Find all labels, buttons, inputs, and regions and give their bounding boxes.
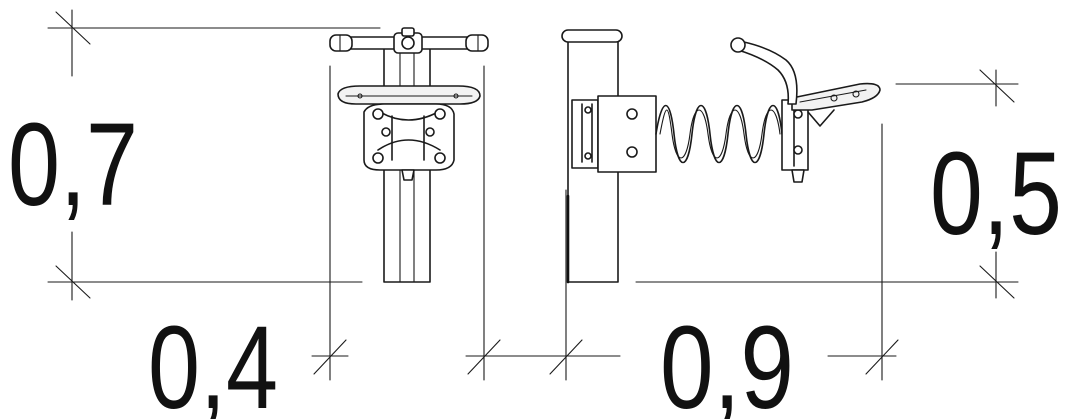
dimension-labels: 0,7 0,5 0,4 0,9: [8, 99, 1062, 419]
label-width-left: 0,4: [148, 302, 278, 419]
front-view-spring-rider: [329, 27, 489, 283]
label-width-right: 0,9: [660, 302, 794, 419]
side-view-spring-rider: [561, 29, 881, 284]
label-height-left: 0,7: [8, 99, 138, 231]
spring: [655, 104, 783, 164]
dimension-lines: [47, 9, 1019, 381]
label-height-right: 0,5: [930, 128, 1062, 260]
